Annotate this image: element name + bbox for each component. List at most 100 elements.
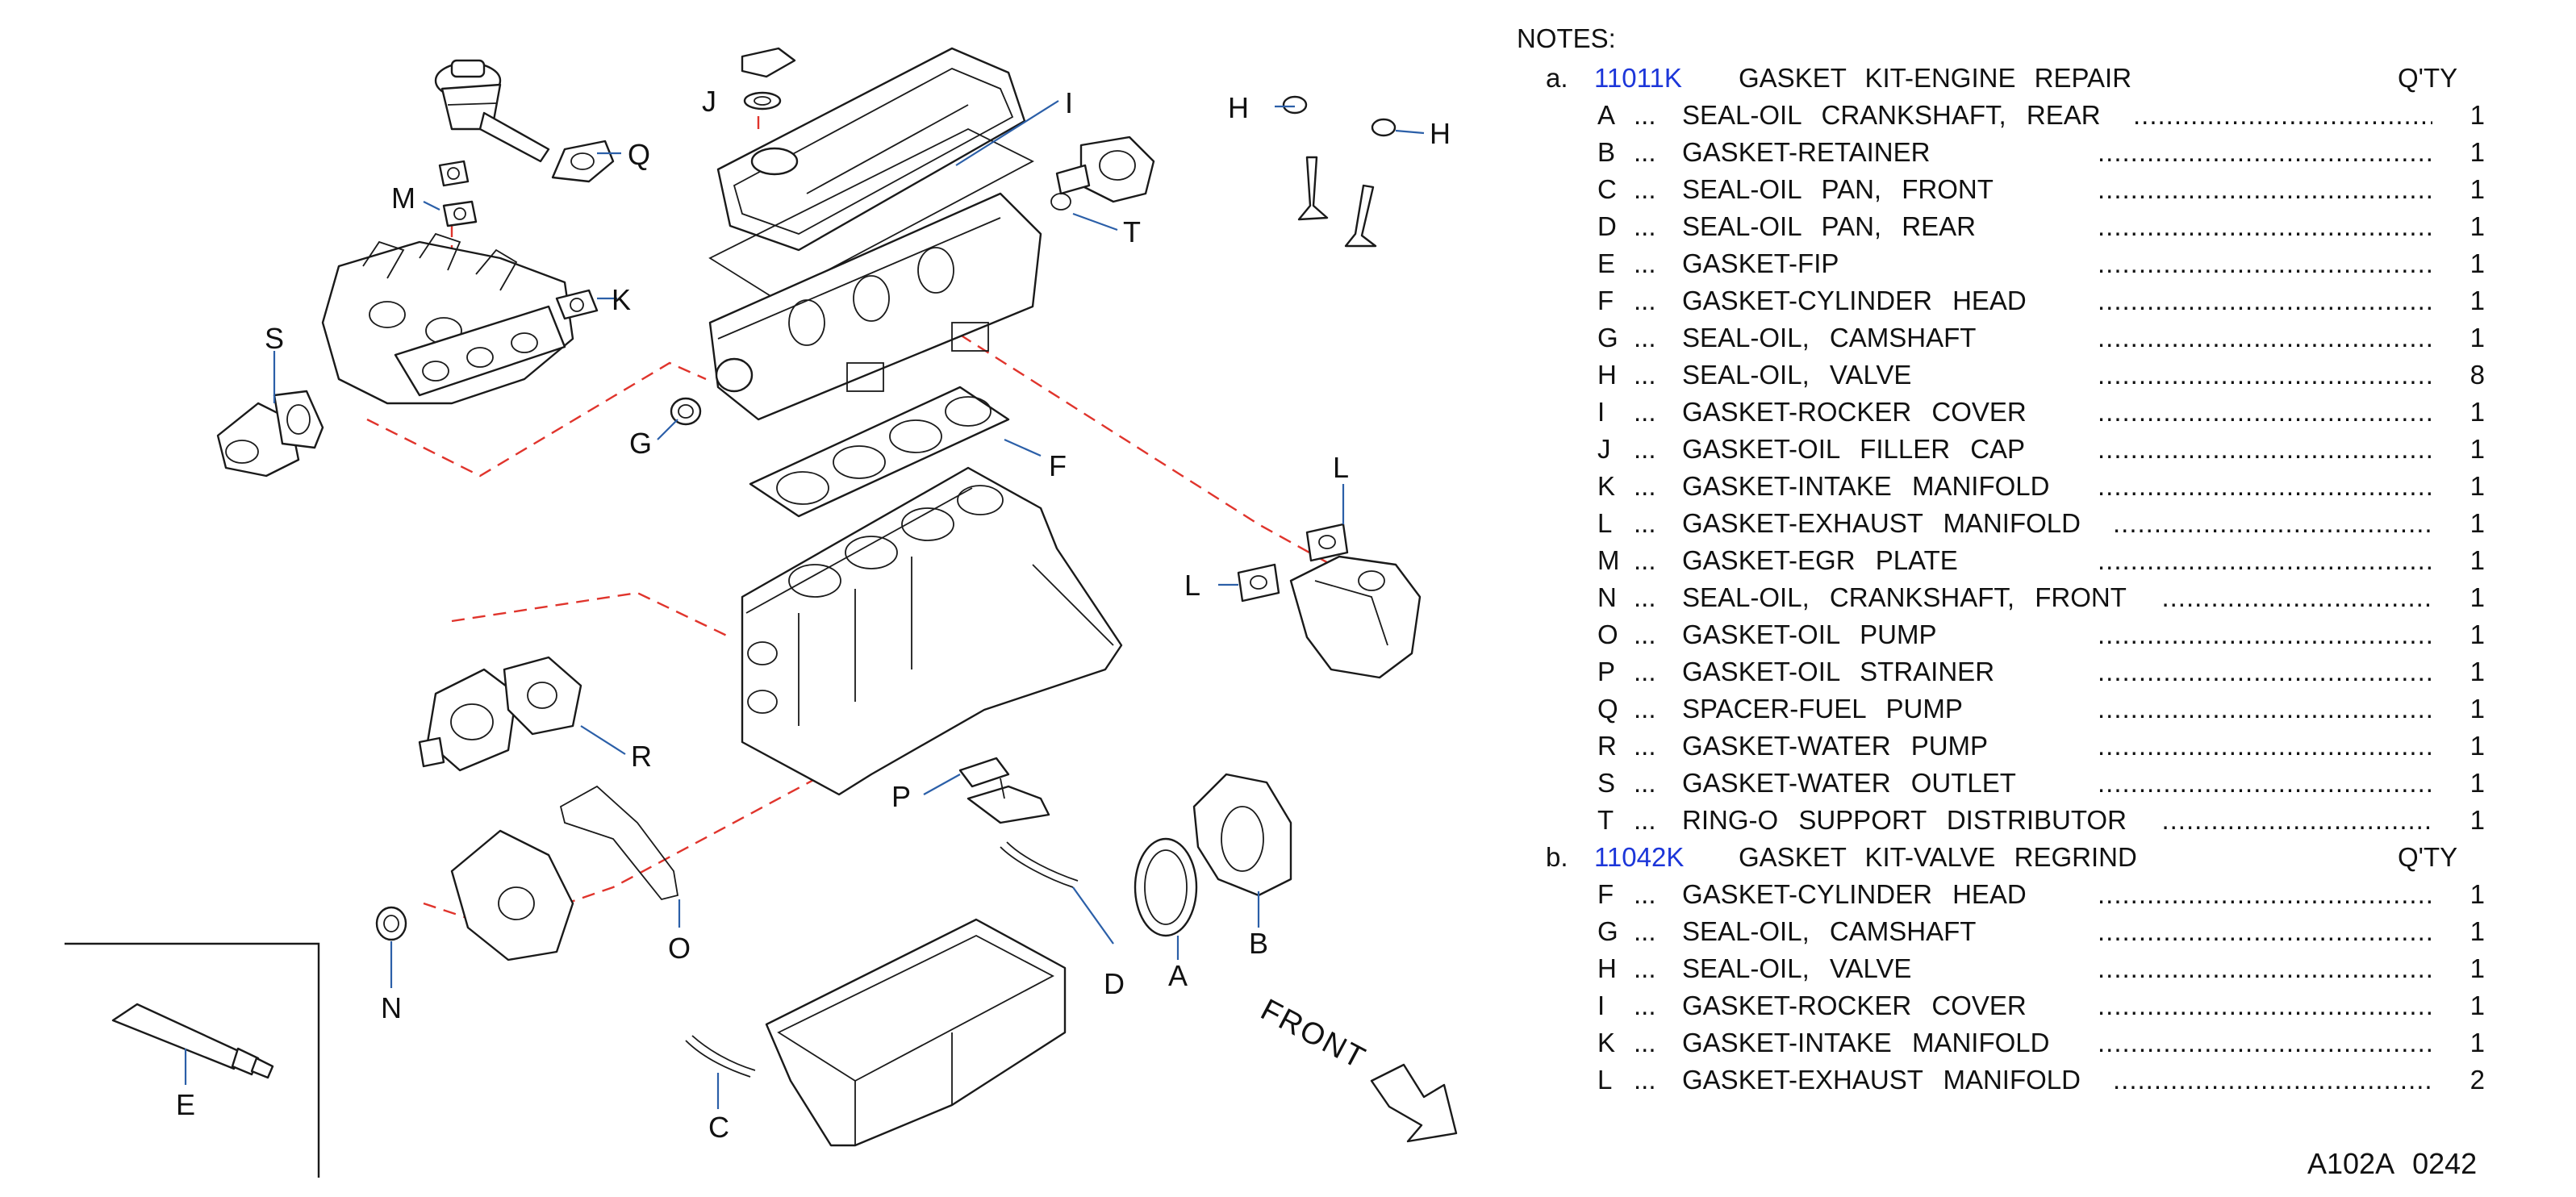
kit-item-row: R...GASKET-WATER PUMP...................… — [1517, 728, 2485, 765]
item-ref: L — [1597, 1065, 1613, 1095]
kit-item-row: I...GASKET-ROCKER COVER.................… — [1517, 987, 2485, 1024]
cylinder-head — [708, 192, 1042, 421]
item-dot-leader: ....................................... — [2113, 1065, 2432, 1095]
oil-pan — [765, 918, 1067, 1147]
kit-qty-header: Q'TY — [2398, 63, 2458, 93]
engine-valves — [1297, 156, 1377, 248]
kit-part-number: 11042K — [1594, 842, 1685, 872]
item-ref: I — [1597, 397, 1605, 427]
item-quantity: 1 — [2470, 916, 2485, 946]
callout-t: T — [1123, 215, 1141, 248]
kit-item-row: Q...SPACER-FUEL PUMP....................… — [1517, 690, 2485, 728]
front-label: FRONT — [1255, 993, 1372, 1076]
item-quantity: 1 — [2470, 991, 2485, 1020]
item-separator: ... — [1634, 100, 1656, 130]
callout-q: Q — [628, 138, 650, 171]
callout-r: R — [631, 740, 652, 773]
callout-b: B — [1249, 927, 1268, 960]
item-ref: G — [1597, 916, 1618, 946]
exhaust-manifold-gasket-2 — [1305, 523, 1349, 562]
item-dot-leader: ........................................… — [2098, 916, 2432, 946]
item-quantity: 1 — [2470, 137, 2485, 167]
oil-pump — [450, 829, 574, 961]
kit-part-number: 11011K — [1594, 63, 1682, 93]
item-separator: ... — [1634, 916, 1656, 946]
kit-item-row: H...SEAL-OIL, VALVE.....................… — [1517, 357, 2485, 394]
kit-item-row: S...GASKET-WATER OUTLET.................… — [1517, 765, 2485, 802]
item-ref: M — [1597, 545, 1620, 575]
item-separator: ... — [1634, 619, 1656, 649]
sealant-tube — [111, 1003, 274, 1079]
callout-i: I — [1065, 86, 1073, 119]
item-separator: ... — [1634, 471, 1656, 501]
callout-l1: L — [1333, 451, 1349, 484]
item-ref: R — [1597, 731, 1617, 761]
item-dot-leader: ........................................… — [2098, 953, 2432, 983]
item-dot-leader: ................................. — [2161, 582, 2432, 612]
item-description: GASKET-FIP — [1682, 248, 1839, 278]
item-ref: K — [1597, 471, 1616, 501]
item-ref: F — [1597, 286, 1614, 315]
item-ref: K — [1597, 1028, 1616, 1057]
item-separator: ... — [1634, 174, 1656, 204]
item-quantity: 1 — [2470, 768, 2485, 798]
item-quantity: 1 — [2470, 100, 2485, 130]
kit-item-row: L...GASKET-EXHAUST MANIFOLD.............… — [1517, 1061, 2485, 1099]
item-description: GASKET-CYLINDER HEAD — [1682, 286, 2027, 315]
kit-description: GASKET KIT-VALVE REGRIND — [1739, 842, 2137, 872]
item-ref: I — [1597, 991, 1605, 1020]
oil-pan-front-seal — [685, 1035, 756, 1078]
item-ref: O — [1597, 619, 1618, 649]
oil-pan-rear-seal — [1000, 841, 1079, 888]
item-ref: P — [1597, 657, 1616, 686]
distributor — [1055, 136, 1155, 203]
item-dot-leader: ........................................… — [2098, 434, 2432, 464]
item-description: GASKET-OIL STRAINER — [1682, 657, 1995, 686]
item-separator: ... — [1634, 879, 1656, 909]
item-separator: ... — [1634, 508, 1656, 538]
callout-h2: H — [1430, 117, 1451, 150]
kit-description: GASKET KIT-ENGINE REPAIR — [1739, 63, 2132, 93]
callout-l2: L — [1184, 569, 1200, 602]
item-quantity: 8 — [2470, 360, 2485, 390]
item-dot-leader: ........................................… — [2098, 619, 2432, 649]
fuel-pump-spacer — [551, 140, 615, 183]
kit-item-row: T...RING-O SUPPORT DISTRIBUTOR..........… — [1517, 802, 2485, 839]
item-separator: ... — [1634, 582, 1656, 612]
item-separator: ... — [1634, 805, 1656, 835]
item-dot-leader: ........................................… — [2098, 211, 2432, 241]
item-description: SEAL-OIL, CRANKSHAFT, FRONT — [1682, 582, 2127, 612]
callout-d: D — [1104, 967, 1125, 1000]
item-quantity: 1 — [2470, 508, 2485, 538]
item-dot-leader: ........................................… — [2098, 694, 2432, 724]
kit-item-row: J...GASKET-OIL FILLER CAP...............… — [1517, 431, 2485, 468]
kit-item-row: I...GASKET-ROCKER COVER.................… — [1517, 394, 2485, 431]
kit-item-row: B...GASKET-RETAINER.....................… — [1517, 134, 2485, 171]
figure-id: A102A 0242 — [2307, 1147, 2478, 1180]
item-quantity: 1 — [2470, 619, 2485, 649]
item-separator: ... — [1634, 211, 1656, 241]
kit-item-row: F...GASKET-CYLINDER HEAD................… — [1517, 282, 2485, 319]
item-quantity: 1 — [2470, 248, 2485, 278]
item-dot-leader: ....................................... — [2113, 508, 2432, 538]
crankshaft-front-oil-seal — [375, 906, 407, 941]
rocker-cover — [716, 47, 1026, 252]
item-description: GASKET-CYLINDER HEAD — [1682, 879, 2027, 909]
item-dot-leader: ........................................… — [2098, 991, 2432, 1020]
item-description: SEAL-OIL, VALVE — [1682, 953, 1912, 983]
camshaft-oil-seal — [670, 397, 702, 426]
item-ref: H — [1597, 360, 1617, 390]
notes-title: NOTES: — [1517, 23, 1616, 53]
item-dot-leader: ........................................… — [2098, 731, 2432, 761]
item-ref: J — [1597, 434, 1611, 464]
item-separator: ... — [1634, 323, 1656, 352]
item-separator: ... — [1634, 248, 1656, 278]
cylinder-head-gasket — [749, 386, 1010, 518]
item-description: SEAL-OIL, CAMSHAFT — [1682, 323, 1977, 352]
item-ref: B — [1597, 137, 1616, 167]
retainer-gasket — [1192, 773, 1292, 897]
item-dot-leader: ........................................… — [2098, 323, 2432, 352]
callout-j: J — [702, 85, 716, 118]
